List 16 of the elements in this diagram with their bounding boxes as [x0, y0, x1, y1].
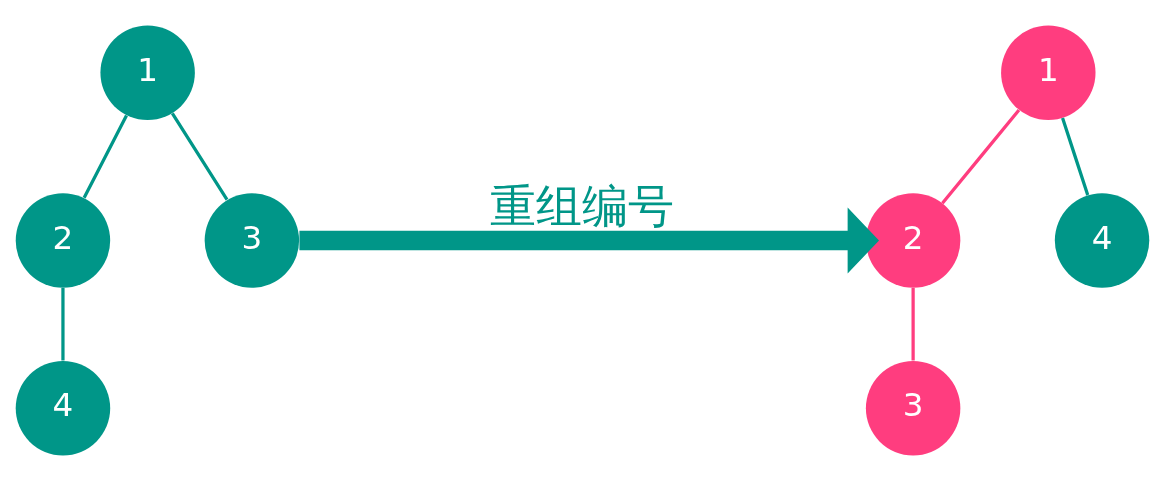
edge-label: 重组编号	[490, 179, 675, 233]
node-circle: 3	[865, 361, 961, 456]
arrow	[299, 207, 880, 274]
node-circle: 4	[15, 361, 111, 456]
node-circle: 3	[204, 193, 300, 288]
connector	[911, 287, 915, 361]
node-circle: 4	[1054, 193, 1150, 288]
node-circle: 2	[865, 193, 961, 288]
node-circle: 1	[100, 25, 195, 120]
connector	[170, 112, 229, 201]
connector	[82, 114, 128, 199]
node-circle: 1	[1001, 25, 1096, 120]
connector	[61, 287, 65, 361]
connector	[1061, 117, 1090, 196]
connector	[941, 109, 1021, 205]
node-circle: 2	[15, 193, 111, 288]
